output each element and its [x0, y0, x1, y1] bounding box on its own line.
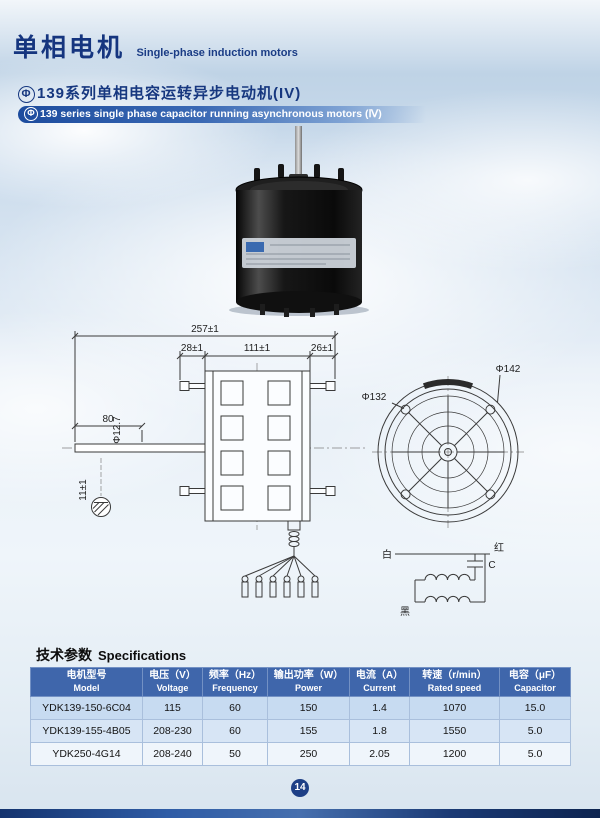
- top-cover-tab: [422, 378, 474, 390]
- cell-rated-speed: 1550: [409, 718, 500, 743]
- specs-heading-cn: 技术参数: [36, 647, 92, 663]
- main-winding-coil: [424, 595, 471, 603]
- dimension-drawing: 257±1 28±1 111±1 26±1 80 Φ12.7 11±1 Φ132…: [20, 318, 580, 645]
- dim-left-label: 28±1: [181, 343, 204, 354]
- specs-heading: 技术参数 Specifications: [36, 645, 186, 665]
- cell-rated-speed: 1070: [409, 695, 500, 720]
- bottom-edge-bar: [0, 809, 600, 818]
- cell-frequency: 60: [202, 718, 268, 743]
- cell-power: 150: [267, 695, 350, 720]
- cell-capacitor: 15.0: [499, 695, 571, 720]
- lead-red-label: 红: [494, 541, 504, 554]
- dim-right-label: 26±1: [311, 343, 334, 354]
- front-view: [372, 374, 524, 528]
- key-dim-label: 11±1: [78, 479, 89, 501]
- spec-table-row: YDK250-4G14 208-240 50 250 2.05 1200 5.0: [30, 741, 571, 766]
- col-header-power: 输出功率（W）Power: [267, 667, 350, 697]
- side-view: [62, 331, 368, 598]
- terminal-lugs: [241, 575, 319, 598]
- cell-model: YDK139-150-6C04: [30, 695, 143, 720]
- cell-capacitor: 5.0: [499, 718, 571, 743]
- page-header: 单相电机 Single-phase induction motors: [13, 28, 298, 64]
- page-title-cn: 单相电机: [13, 33, 126, 62]
- inner-diameter-label: Φ132: [362, 392, 387, 403]
- phi-icon: Φ: [24, 107, 38, 121]
- cell-model: YDK250-4G14: [30, 741, 143, 766]
- cell-rated-speed: 1200: [409, 741, 500, 766]
- cell-power: 155: [267, 718, 350, 743]
- cell-current: 1.4: [349, 695, 410, 720]
- capacitor-label: C: [488, 560, 495, 571]
- cell-voltage: 208-230: [142, 718, 203, 743]
- cell-voltage: 115: [142, 695, 203, 720]
- col-header-voltage: 电压（V）Voltage: [142, 667, 203, 697]
- page-number: 14: [294, 782, 306, 793]
- outer-diameter-label: Φ142: [496, 364, 521, 375]
- col-header-rated-speed: 转速（r/min）Rated speed: [409, 667, 500, 697]
- cell-current: 1.8: [349, 718, 410, 743]
- col-header-frequency: 频率（Hz）Frequency: [202, 667, 268, 697]
- dim-shaft-length-label: 80: [102, 414, 114, 425]
- col-header-current: 电流（A）Current: [349, 667, 410, 697]
- series-title-cn-text: 139系列单相电容运转异步电动机(IV): [37, 85, 302, 102]
- cell-frequency: 60: [202, 695, 268, 720]
- page-title-en: Single-phase induction motors: [136, 47, 298, 59]
- header-divider: [7, 61, 600, 68]
- motor-shaft: [295, 126, 302, 180]
- cell-model: YDK139-155-4B05: [30, 718, 143, 743]
- cell-current: 2.05: [349, 741, 410, 766]
- motor-photo: [224, 124, 374, 323]
- wiring-diagram: [395, 553, 490, 603]
- spec-table-row: YDK139-155-4B05 208-230 60 155 1.8 1550 …: [30, 718, 571, 743]
- technical-drawing: 257±1 28±1 111±1 26±1 80 Φ12.7 11±1 Φ132…: [62, 324, 524, 618]
- specs-heading-en: Specifications: [98, 648, 187, 663]
- spec-table-row: YDK139-150-6C04 115 60 150 1.4 1070 15.0: [30, 695, 571, 720]
- dim-total-label: 257±1: [191, 324, 219, 335]
- shaft-diameter-label: Φ12.7: [112, 416, 123, 444]
- cell-voltage: 208-240: [142, 741, 203, 766]
- cell-capacitor: 5.0: [499, 741, 571, 766]
- drawing-labels: 257±1 28±1 111±1 26±1 80 Φ12.7 11±1 Φ132…: [78, 324, 521, 618]
- phi-icon: Φ: [18, 86, 35, 103]
- lead-white-label: 白: [382, 548, 392, 561]
- cell-power: 250: [267, 741, 350, 766]
- col-header-capacitor: 电容（μF）Capacitor: [499, 667, 571, 697]
- page-number-badge: 14: [291, 779, 309, 797]
- aux-winding-coil: [424, 573, 471, 581]
- motor-photo-image: [229, 126, 369, 317]
- dim-mid-label: 111±1: [244, 343, 271, 354]
- series-title-en-text: 139 series single phase capacitor runnin…: [40, 108, 382, 120]
- cell-frequency: 50: [202, 741, 268, 766]
- lead-black-label: 黑: [400, 606, 410, 618]
